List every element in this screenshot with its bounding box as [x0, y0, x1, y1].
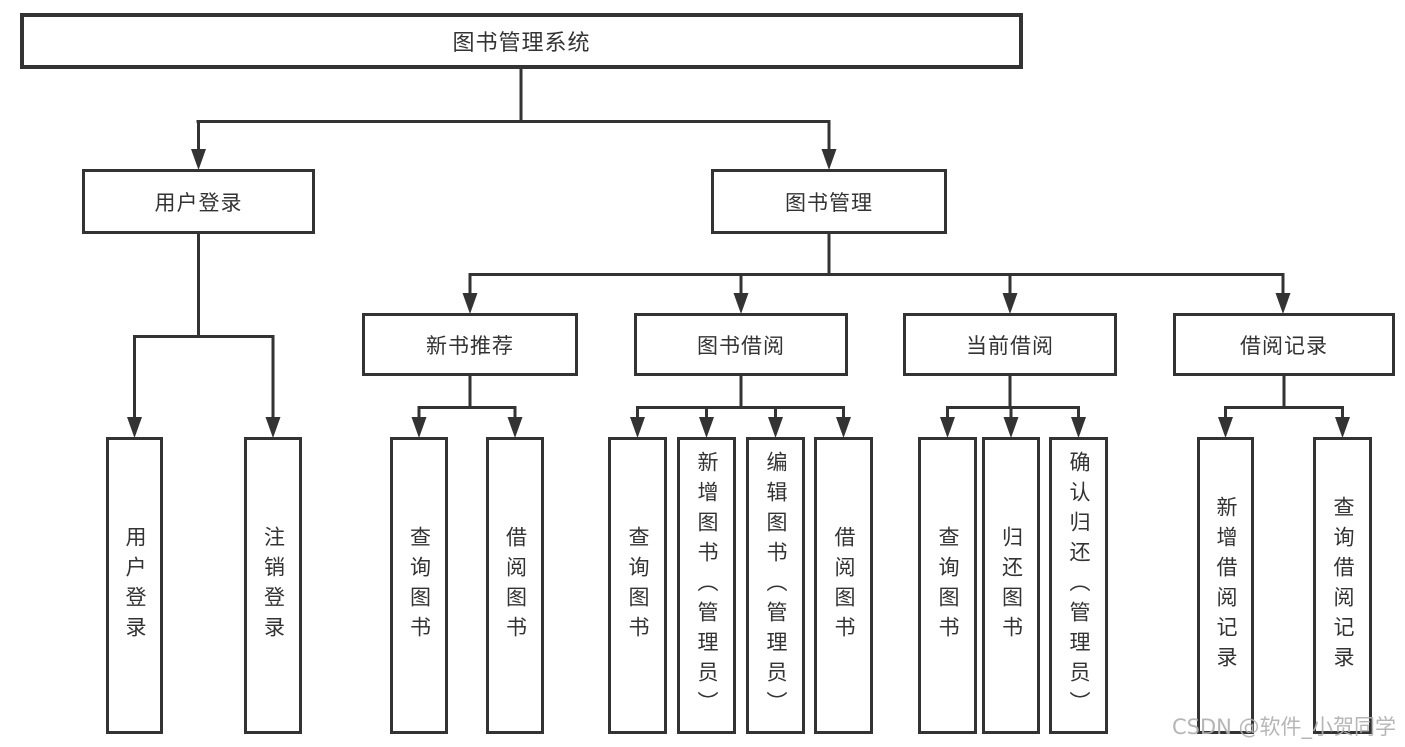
node-label: 图书借阅: [697, 333, 785, 358]
leaf-current-search-books: 查询图书: [918, 437, 977, 734]
node-label: 查询借阅记录: [1331, 495, 1355, 676]
leaf-current-return-books: 归还图书: [982, 437, 1040, 734]
node-label: 借阅图书: [832, 525, 856, 646]
node-label: 查询图书: [626, 525, 650, 646]
node-current-borrowing: 当前借阅: [903, 313, 1117, 376]
leaf-borrow-edit-books-admin: 编辑图书（管理员）: [746, 437, 805, 734]
node-label: 新增借阅记录: [1214, 495, 1238, 676]
leaf-borrow-borrow-books: 借阅图书: [814, 437, 873, 734]
node-label: 借阅图书: [503, 525, 528, 646]
node-label: 查询图书: [936, 525, 960, 646]
node-label: 注销登录: [261, 525, 286, 646]
leaf-record-add-borrow-record: 新增借阅记录: [1197, 437, 1254, 734]
node-label: 图书管理: [785, 190, 873, 215]
node-label: 新书推荐: [426, 333, 514, 358]
leaf-user-login: 用户登录: [106, 437, 163, 734]
node-label: 归还图书: [999, 525, 1024, 646]
node-label: 查询图书: [407, 525, 432, 646]
node-label: 用户登录: [123, 525, 147, 646]
leaf-newbook-borrow-books: 借阅图书: [486, 437, 544, 734]
node-label: 确认归还（管理员）: [1067, 450, 1091, 721]
leaf-borrow-add-books-admin: 新增图书（管理员）: [677, 437, 736, 734]
node-label: 借阅记录: [1240, 333, 1328, 358]
node-label: 当前借阅: [966, 333, 1054, 358]
leaf-borrow-search-books: 查询图书: [608, 437, 667, 734]
node-library-management-system: 图书管理系统: [20, 13, 1023, 69]
node-user-login: 用户登录: [82, 169, 315, 234]
node-label: 图书管理系统: [452, 31, 591, 56]
leaf-current-confirm-return-admin: 确认归还（管理员）: [1049, 437, 1108, 734]
node-new-book-recommendation: 新书推荐: [362, 313, 578, 376]
node-label: 新增图书（管理员）: [695, 450, 719, 721]
leaf-record-search-borrow-record: 查询借阅记录: [1313, 437, 1372, 734]
node-book-borrowing: 图书借阅: [634, 313, 848, 376]
leaf-newbook-search-books: 查询图书: [390, 437, 448, 734]
arrowhead-group: [127, 149, 1350, 438]
watermark-csdn: CSDN @软件_小贺同学: [1172, 715, 1397, 739]
node-borrowing-records: 借阅记录: [1173, 313, 1395, 376]
node-book-management: 图书管理: [711, 169, 947, 234]
leaf-logout: 注销登录: [244, 437, 302, 734]
node-label: 编辑图书（管理员）: [764, 450, 788, 721]
node-label: 用户登录: [154, 190, 243, 215]
